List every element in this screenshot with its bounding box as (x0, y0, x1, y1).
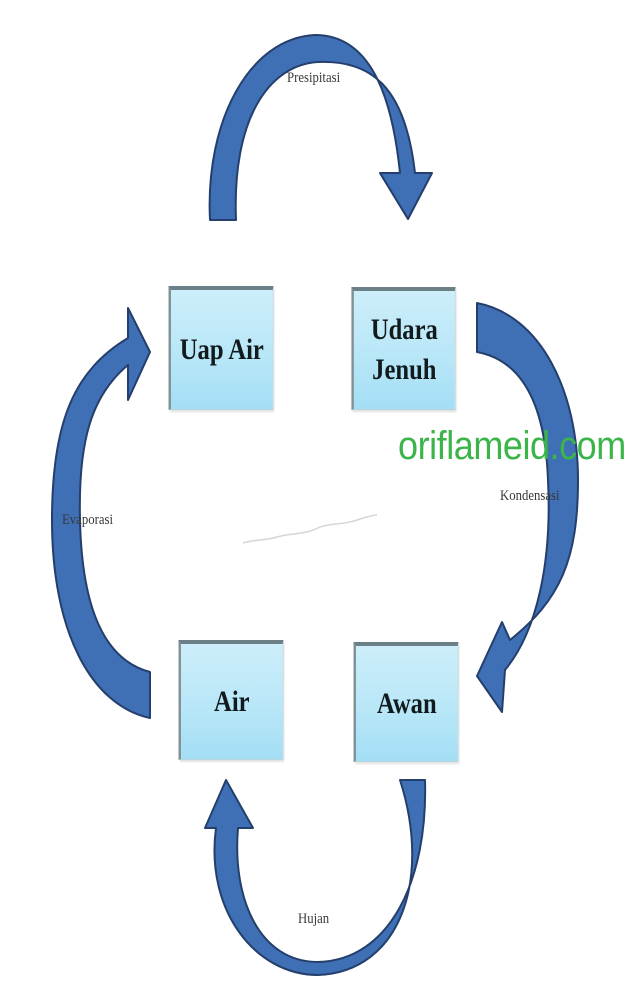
edge-label-evaporasi: Evaporasi (62, 512, 113, 528)
node-label: Air (214, 684, 250, 718)
node-label: Awan (376, 686, 437, 720)
node-label: Udara Jenuh (370, 313, 438, 386)
arrow-presipitasi (208, 34, 433, 221)
node-uap-air: Uap Air (168, 286, 274, 410)
arrow-kondensasi (476, 302, 579, 713)
edge-label-kondensasi: Kondensasi (500, 488, 560, 504)
node-label: Uap Air (179, 332, 264, 366)
arrow-evaporasi (51, 307, 151, 719)
faint-scribble (242, 514, 378, 544)
edge-label-hujan: Hujan (298, 911, 330, 927)
node-air: Air (178, 640, 284, 760)
watermark-text: oriflameid.com (398, 424, 626, 468)
arrow-hujan (204, 779, 427, 976)
edge-label-presipitasi: Presipitasi (287, 70, 341, 86)
node-awan: Awan (353, 642, 459, 762)
node-udara-jenuh: Udara Jenuh (351, 287, 456, 410)
